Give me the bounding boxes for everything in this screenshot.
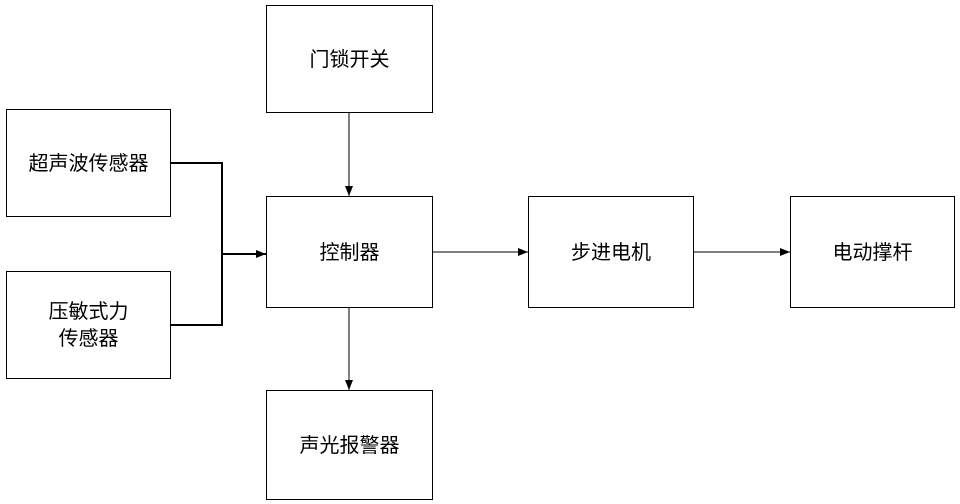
node-pressure-sensor-line2: 传感器 [59,325,119,352]
node-door-lock-switch: 门锁开关 [266,5,433,113]
edge-ultrasonic-to-controller [171,163,266,254]
node-ultrasonic-sensor-label: 超声波传感器 [29,150,149,177]
node-stepper-motor-label: 步进电机 [571,239,651,266]
node-door-lock-switch-label: 门锁开关 [310,46,390,73]
node-electric-strut: 电动撑杆 [790,196,955,308]
edge-pressure-to-controller [171,254,222,325]
node-controller-label: 控制器 [320,239,380,266]
node-sound-light-alarm: 声光报警器 [266,390,433,500]
node-sound-light-alarm-label: 声光报警器 [300,432,400,459]
node-pressure-sensor: 压敏式力 传感器 [6,271,171,379]
node-controller: 控制器 [266,196,433,308]
node-stepper-motor: 步进电机 [528,196,694,308]
node-pressure-sensor-line1: 压敏式力 [49,298,129,325]
node-electric-strut-label: 电动撑杆 [833,239,913,266]
node-ultrasonic-sensor: 超声波传感器 [6,109,171,217]
